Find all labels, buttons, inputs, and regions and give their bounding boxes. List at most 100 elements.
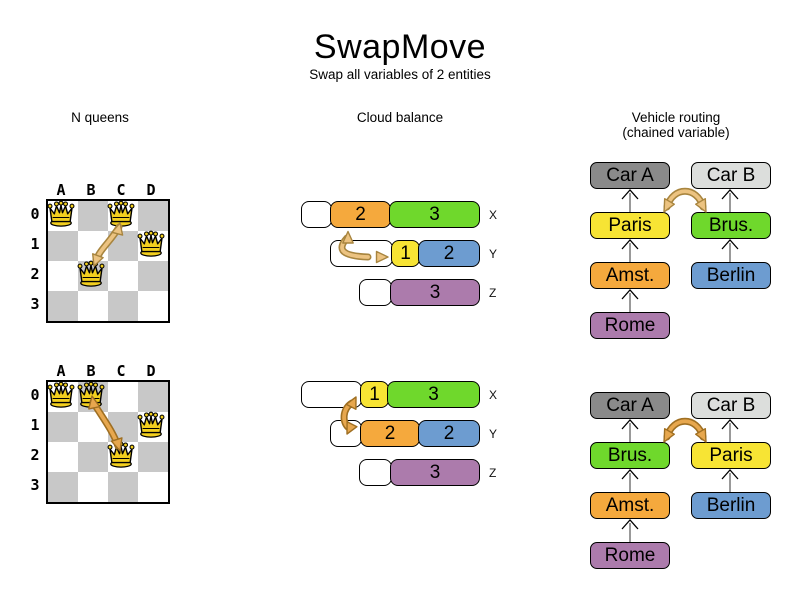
vehicle-routing-header-line1: Vehicle routing: [631, 110, 721, 125]
col-label: D: [146, 362, 156, 380]
column-header-nqueens: N queens: [71, 110, 129, 125]
vehicle-routing-header-line2: (chained variable): [622, 125, 730, 140]
col-label: C: [116, 362, 126, 380]
board-cell: [108, 472, 138, 502]
board-cell: [48, 291, 78, 321]
board-cell: [78, 412, 108, 442]
chain-arrow-icon: [621, 189, 639, 212]
process-block: 2: [360, 420, 420, 447]
swap-arrow: [663, 187, 707, 213]
col-label: D: [146, 181, 156, 199]
queen-icon: [107, 200, 135, 227]
chain-arrow-icon: [621, 239, 639, 262]
board-cell: [48, 472, 78, 502]
city-box: Amst.: [590, 262, 670, 289]
computer-label: Y: [489, 246, 498, 261]
chain-arrow-icon: [721, 419, 739, 442]
city-box: Brus.: [590, 442, 670, 469]
city-box: Rome: [590, 312, 670, 339]
queen-icon: [77, 260, 105, 287]
swap-arrow: [663, 417, 707, 443]
car-box: Car B: [691, 392, 771, 419]
column-header-vehicle-routing: Vehicle routing (chained variable): [596, 110, 756, 140]
page-title: SwapMove: [313, 28, 487, 66]
board-cell: [48, 261, 78, 291]
car-box: Car A: [590, 392, 670, 419]
car-box: Car B: [691, 162, 771, 189]
board-cell: [108, 291, 138, 321]
empty-capacity-block: [330, 420, 362, 447]
queen-icon: [47, 200, 75, 227]
empty-capacity-block: [330, 240, 393, 267]
process-block: 3: [389, 201, 480, 228]
col-label: A: [56, 181, 66, 199]
board-cell: [138, 442, 168, 472]
col-label: C: [116, 181, 126, 199]
computer-label: Y: [489, 426, 498, 441]
board-cell: [108, 231, 138, 261]
board-cell: [108, 382, 138, 412]
board-cell: [108, 412, 138, 442]
city-box: Berlin: [691, 492, 771, 519]
chain-arrow-icon: [721, 469, 739, 492]
chain-arrow-icon: [621, 469, 639, 492]
city-box: Rome: [590, 542, 670, 569]
column-header-cloud-balance: Cloud balance: [356, 110, 444, 125]
empty-capacity-block: [301, 381, 362, 408]
row-label: 3: [30, 295, 40, 313]
chain-arrow-icon: [621, 419, 639, 442]
process-block: 2: [418, 240, 480, 267]
board-cell: [138, 291, 168, 321]
city-box: Amst.: [590, 492, 670, 519]
queen-icon: [137, 230, 165, 257]
board-cell: [78, 472, 108, 502]
city-box: Berlin: [691, 262, 771, 289]
board-cell: [48, 412, 78, 442]
board-cell: [138, 382, 168, 412]
process-block: 3: [390, 279, 480, 306]
row-label: 1: [30, 416, 40, 434]
row-label: 1: [30, 235, 40, 253]
empty-capacity-block: [359, 279, 392, 306]
computer-label: X: [489, 387, 498, 402]
car-box: Car A: [590, 162, 670, 189]
computer-label: X: [489, 207, 498, 222]
chain-arrow-icon: [721, 239, 739, 262]
process-block: 2: [330, 201, 391, 228]
process-block: 2: [418, 420, 480, 447]
computer-label: Z: [489, 465, 497, 480]
row-label: 0: [30, 386, 40, 404]
row-label: 2: [30, 446, 40, 464]
row-label: 2: [30, 265, 40, 283]
process-block: 3: [390, 459, 480, 486]
process-block: 3: [387, 381, 480, 408]
row-label: 3: [30, 476, 40, 494]
chain-arrow-icon: [621, 289, 639, 312]
board-cell: [78, 291, 108, 321]
board-cell: [138, 201, 168, 231]
board-cell: [138, 261, 168, 291]
board-cell: [138, 472, 168, 502]
board-cell: [78, 231, 108, 261]
chain-arrow-icon: [721, 189, 739, 212]
board-cell: [108, 261, 138, 291]
queen-icon: [107, 441, 135, 468]
col-label: B: [86, 362, 96, 380]
queen-icon: [47, 381, 75, 408]
board-cell: [78, 442, 108, 472]
chain-arrow-icon: [621, 519, 639, 542]
page-subtitle: Swap all variables of 2 entities: [309, 67, 491, 82]
city-box: Paris: [590, 212, 670, 239]
process-block: 1: [391, 240, 420, 267]
queen-icon: [137, 411, 165, 438]
empty-capacity-block: [301, 201, 332, 228]
city-box: Paris: [691, 442, 771, 469]
queen-icon: [77, 381, 105, 408]
process-block: 1: [360, 381, 389, 408]
empty-capacity-block: [359, 459, 392, 486]
col-label: B: [86, 181, 96, 199]
col-label: A: [56, 362, 66, 380]
city-box: Brus.: [691, 212, 771, 239]
board-cell: [48, 231, 78, 261]
